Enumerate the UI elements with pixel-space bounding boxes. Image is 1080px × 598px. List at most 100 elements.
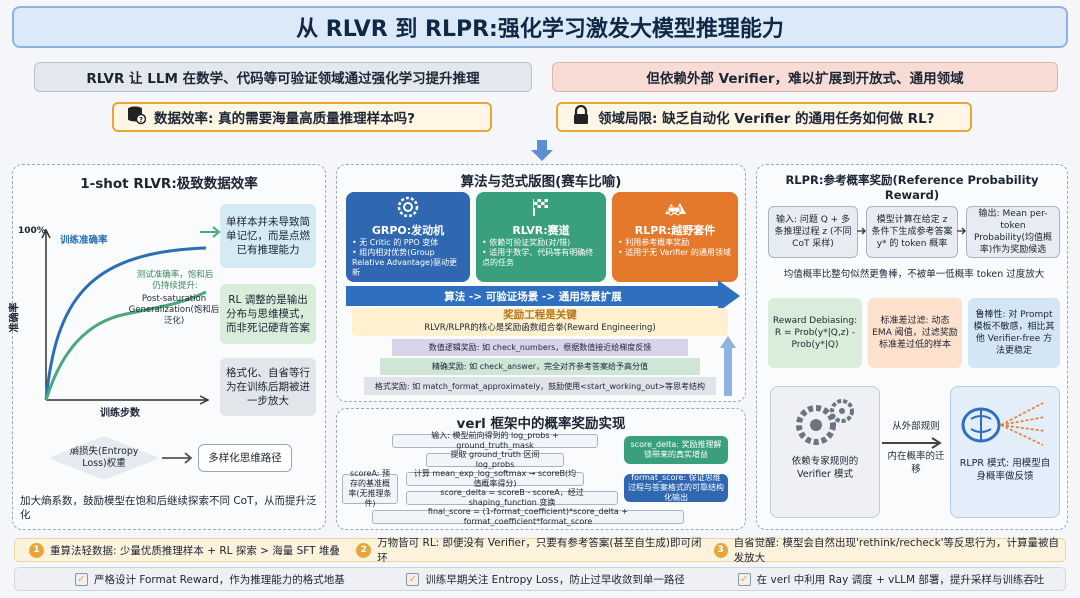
verl-step-extract: 提取 ground_truth 区间 log_probs <box>426 450 564 469</box>
post-saturation-label: Post-saturation Generalization(饱和后泛化) <box>128 294 220 326</box>
std-filter-card: 标准差过滤: 动态 EMA 阈值，过滤奖励标准差过低的样本 <box>868 298 962 368</box>
svg-text:?: ? <box>139 116 143 124</box>
reward-engineering-box: 奖励工程是关键 RLVR/RLPR的核心是奖励函数组合拳(Reward Engi… <box>352 308 728 336</box>
algorithm-title: 算法与范式版图(赛车比喻) <box>460 174 622 190</box>
arrow-right-icon <box>857 227 866 235</box>
check-item-2: ✓ 训练早期关注 Entropy Loss，防止过早收敛到单一路径 <box>402 572 737 587</box>
number-badge: 3 <box>713 542 728 558</box>
verl-panel <box>336 408 746 530</box>
down-arrow-icon <box>531 140 553 161</box>
accuracy-chart <box>41 228 210 405</box>
takeaway-2-text: 万物皆可 RL: 即便没有 Verifier，只要有参考答案(甚至自生成)即可闭… <box>377 537 702 564</box>
scoreA-box: scoreA: 预存的基准概率(无推理条件) <box>342 469 398 508</box>
page-title: 从 RLVR 到 RLPR:强化学习激发大模型推理能力 <box>12 6 1068 48</box>
arrow-up-icon <box>720 336 736 396</box>
rlpr-mode-label: RLPR 模式: 用模型自身概率做反馈 <box>959 458 1051 482</box>
offroad-car-icon <box>618 196 732 222</box>
entropy-conclusion: 加大熵系数，鼓励模型在饱和后继续探索不同 CoT，从而提升泛化 <box>20 495 317 521</box>
check-item-2-text: 训练早期关注 Entropy Loss，防止过早收敛到单一路径 <box>425 573 685 586</box>
verl-step-scoreB: 计算 mean_exp_log_softmax → scoreB(均值概率得分) <box>406 469 584 488</box>
arrow-right-icon <box>162 452 193 464</box>
arrow-right-icon <box>718 280 740 312</box>
takeaway-3-text: 自省觉醒: 模型会自然出现'rethink/recheck'等反思行为，计算量被… <box>733 537 1060 564</box>
verl-step-final: final_score = (1-format_coefficient)*sco… <box>372 507 684 526</box>
rlpr-point-2: • 适用于无 Verifier 的通用领域 <box>618 248 731 257</box>
arrow-right-icon <box>957 227 966 235</box>
verl-title: verl 框架中的概率奖励实现 <box>456 416 626 432</box>
check-item-3: ✓ 在 verl 中利用 Ray 调度 + vLLM 部署，提升采样与训练吞吐 <box>737 572 1065 587</box>
brain-network-icon <box>951 395 1059 457</box>
rlpr-point-1: • 利用参考概率奖励 <box>618 238 690 247</box>
reward-engineering-title: 奖励工程是关键 <box>503 309 577 321</box>
checkered-flag-icon <box>482 196 600 222</box>
gear-icon <box>352 196 464 222</box>
rlpr-card: RLPR:越野套件 • 利用参考概率奖励 • 适用于无 Verifier 的通用… <box>612 192 738 282</box>
insight-card-2: RL 调整的是输出分布与思维模式，而非死记硬背答案 <box>220 284 316 344</box>
gears-icon <box>771 395 879 455</box>
grpo-title: GRPO:发动机 <box>371 224 445 237</box>
verifier-mode-box: 依赖专家规则的 Verifier 模式 <box>770 386 880 518</box>
check-item-1-text: 严格设计 Format Reward，作为推理能力的格式地基 <box>94 573 345 586</box>
scenario-arrow: 算法 -> 可验证场景 -> 通用场景扩展 <box>346 286 720 306</box>
right-banner: 但依赖外部 Verifier，难以扩展到开放式、通用领域 <box>552 62 1058 92</box>
check-item-1: ✓ 严格设计 Format Reward，作为推理能力的格式地基 <box>15 572 402 587</box>
score-delta-note: score_delta: 奖励推理解锁带来的真实增益 <box>624 436 728 464</box>
rlvr-point-1: • 依赖可验证奖励(对/错) <box>482 238 571 247</box>
lock-icon <box>572 104 590 129</box>
grpo-point-1: • 无 Critic 的 PPO 变体 <box>352 238 439 247</box>
rlvr-point-2: • 适用于数学、代码等有明确终点的任务 <box>482 248 594 267</box>
grpo-card: GRPO:发动机 • 无 Critic 的 PPO 变体 • 组内相对优势(Gr… <box>346 192 470 282</box>
domain-limit-text: 领域局限: 缺乏自动化 Verifier 的通用任务如何做 RL? <box>598 111 935 127</box>
rlpr-title: RLPR:越野套件 <box>634 224 716 237</box>
rlpr-mode-box: RLPR 模式: 用模型自身概率做反馈 <box>950 386 1060 518</box>
arrow-right-icon <box>200 226 221 238</box>
train-accuracy-line <box>44 246 207 401</box>
shift-label-2: 内在概率的迁移 <box>887 451 945 475</box>
robustness-card: 鲁棒性: 对 Prompt 模板不敏感，相比其他 Verifier-free 方… <box>968 298 1060 368</box>
reward-debiasing-card: Reward Debiasing: R = Prob(y*|Q,z) - Pro… <box>768 298 862 368</box>
number-badge: 1 <box>29 542 44 558</box>
verifier-mode-label: 依赖专家规则的 Verifier 模式 <box>791 456 859 480</box>
one-shot-title: 1-shot RLVR:极致数据效率 <box>80 176 258 192</box>
exact-reward-step: 精确奖励: 如 check_answer，完全对齐参考答案给予高分值 <box>380 358 700 375</box>
mean-prob-note: 均值概率比整句似然更鲁棒，不被单一低概率 token 过度放大 <box>783 269 1045 280</box>
database-icon: ? <box>126 105 147 129</box>
checkbox-icon: ✓ <box>75 572 88 586</box>
checklist-bar: ✓ 严格设计 Format Reward，作为推理能力的格式地基 ✓ 训练早期关注 … <box>14 567 1066 591</box>
y-axis-label: 准确率 <box>9 302 21 333</box>
format-score-note: format_score: 保证思维过程与答案格式的可靠结构化输出 <box>624 473 728 502</box>
rlvr-title: RLVR:赛道 <box>512 224 570 237</box>
rlpr-output-box: 输出: Mean per-token Probability(均值概率)作为奖励… <box>966 206 1060 258</box>
test-accuracy-label: 测试准确率，饱和后仍持续提升: <box>136 270 214 291</box>
verl-step-input: 输入: 模型前向得到的 log_probs + ground_truth_mas… <box>392 431 598 450</box>
takeaway-1-text: 重算法轻数据: 少量优质推理样本 + RL 探索 > 海量 SFT 堆叠 <box>50 544 340 557</box>
train-accuracy-label: 训练准确率 <box>60 235 108 246</box>
rlpr-panel-title: RLPR:参考概率奖励(Reference Probability Reward… <box>785 173 1039 202</box>
format-reward-step: 格式奖励: 如 match_format_approximately，鼓励使用<… <box>364 377 716 395</box>
checkbox-icon: ✓ <box>737 572 751 586</box>
takeaway-3: 3 自省觉醒: 模型会自然出现'rethink/recheck'等反思行为，计算量… <box>708 535 1065 565</box>
rlpr-input-box: 输入: 问题 Q + 多条推理过程 z (不同 CoT 采样) <box>768 206 858 258</box>
reward-engineering-sub: RLVR/RLPR的核心是奖励函数组合拳(Reward Engineering) <box>424 323 656 333</box>
insight-card-1: 单样本并未导致简单记忆，而是点燃已有推理能力 <box>220 204 316 268</box>
takeaway-2: 2 万物皆可 RL: 即便没有 Verifier，只要有参考答案(甚至自生成)即可… <box>348 535 707 565</box>
data-efficiency-question: ? 数据效率: 真的需要海量高质量推理样本吗? <box>112 102 492 132</box>
shift-label: 从外部规则 <box>892 421 940 432</box>
takeaway-1: 1 重算法轻数据: 少量优质推理样本 + RL 探索 > 海量 SFT 堆叠 <box>15 542 348 558</box>
check-item-3-text: 在 verl 中利用 Ray 调度 + vLLM 部署，提升采样与训练吞吐 <box>756 573 1045 586</box>
y-top-label: 100% <box>18 226 46 236</box>
rlvr-card: RLVR:赛道 • 依赖可验证奖励(对/错) • 适用于数学、代码等有明确终点的… <box>476 192 606 282</box>
rlpr-compute-box: 模型计算在给定 z 条件下生成参考答案 y* 的 token 概率 <box>866 206 958 258</box>
grpo-point-2: • 组内相对优势(Group Relative Advantage)驱动更新 <box>352 248 458 277</box>
checkbox-icon: ✓ <box>406 572 420 586</box>
domain-limit-question: 领域局限: 缺乏自动化 Verifier 的通用任务如何做 RL? <box>556 102 972 132</box>
numeric-reward-step: 数值逻辑奖励: 如 check_numbers，根据数值接近给梯度反馈 <box>392 339 688 356</box>
arrow-right-icon <box>882 437 942 449</box>
x-axis-label: 训练步数 <box>100 408 140 419</box>
number-badge: 2 <box>356 542 372 558</box>
insight-card-3: 格式化、自省等行为在训练后期被进一步放大 <box>220 358 316 416</box>
diverse-paths-box: 多样化思维路径 <box>198 444 292 472</box>
test-accuracy-line <box>44 290 207 401</box>
left-banner: RLVR 让 LLM 在数学、代码等可验证领域通过强化学习提升推理 <box>34 62 532 92</box>
